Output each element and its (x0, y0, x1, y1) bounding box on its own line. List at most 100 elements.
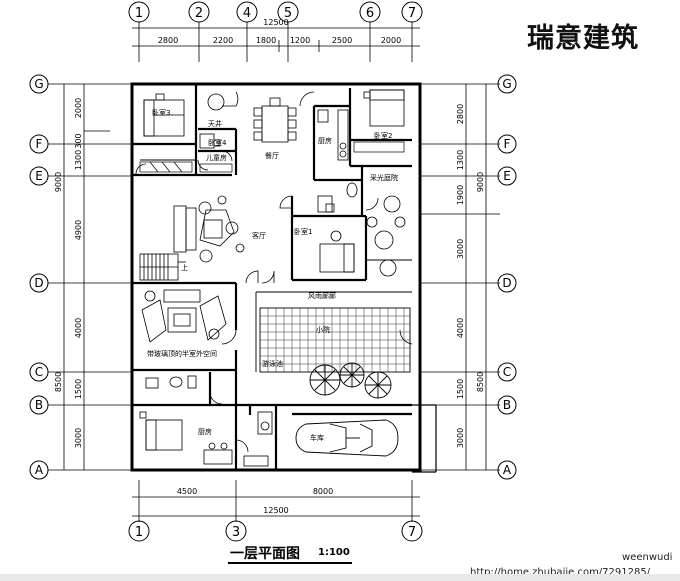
dim-right-inner-7: 3000 (456, 428, 465, 448)
axis-bubble-left-A (29, 460, 49, 480)
dim-right-inner-6: 1500 (456, 379, 465, 399)
axis-bubble-bottom-7 (401, 520, 423, 542)
axis-label-top-7: 7 (408, 6, 416, 21)
skywell-planter (207, 93, 225, 111)
car-icon (295, 419, 399, 457)
axis-bubble-right-A (497, 460, 517, 480)
dim-left-inner-5: 4000 (74, 318, 83, 338)
dim-top-seg-1: 2800 (158, 36, 178, 45)
living-sofa-set (173, 195, 245, 263)
axis-label-left-C: C (35, 365, 43, 379)
dim-left-outer-2: 8500 (54, 372, 63, 392)
kitchen-fixtures (317, 109, 349, 161)
room-label-bedroom1: 卧室1 (294, 227, 312, 236)
watermark-url: http://home.zhubajie.com/7291285/ (470, 567, 651, 578)
dim-bottom-seg-1: 4500 (177, 487, 197, 496)
room-label-kitchen: 厨房 (318, 136, 332, 145)
dim-top-seg-2: 2200 (213, 36, 233, 45)
axis-bubble-right-C (497, 362, 517, 382)
room-label-stair-up: 上 (181, 263, 188, 272)
axis-label-right-E: E (503, 169, 511, 183)
bed-bedroom3 (143, 93, 185, 137)
room-label-lit-corridor: 采光庭院 (370, 173, 398, 182)
axis-label-right-D: D (502, 276, 511, 290)
axis-bubble-right-G (497, 74, 517, 94)
room-label-kids-room: 儿童房 (206, 153, 227, 162)
dim-top-seg-5: 2500 (332, 36, 352, 45)
axis-bubble-left-F (29, 134, 49, 154)
dim-bottom-seg-2: 8000 (313, 487, 333, 496)
dim-left-inner-6: 1500 (74, 379, 83, 399)
dim-left-outer-1: 9000 (54, 172, 63, 192)
axis-bubble-right-E (497, 166, 517, 186)
tree-cluster (309, 362, 392, 399)
axis-label-right-G: G (502, 77, 511, 91)
courtyard-grid (259, 307, 411, 373)
dim-left-inner-1: 2000 (74, 98, 83, 118)
axis-label-left-E: E (35, 169, 43, 183)
room-label-pool: 游泳池 (262, 359, 283, 368)
bottom-strip (0, 574, 680, 581)
axis-label-left-B: B (35, 398, 43, 412)
axis-label-right-B: B (503, 398, 511, 412)
axis-label-top-2: 2 (195, 6, 203, 21)
dim-top-seg-6: 2000 (381, 36, 401, 45)
room-label-gallery: 风雨廊廊 (308, 291, 336, 300)
axis-label-top-1: 1 (135, 6, 143, 21)
bed-bedroom1 (319, 230, 355, 273)
staircase (139, 253, 186, 281)
plan-title: 一层平面图 (230, 546, 300, 562)
axis-bubble-left-C (29, 362, 49, 382)
plan-scale: 1:100 (318, 547, 350, 558)
axis-label-right-C: C (503, 365, 511, 379)
dim-left-inner-7: 3000 (74, 428, 83, 448)
dim-right-outer-1: 9000 (476, 172, 485, 192)
dim-right-inner-5: 4000 (456, 318, 465, 338)
axis-bubble-right-F (497, 134, 517, 154)
axis-bubble-bottom-1 (128, 520, 150, 542)
axis-label-bottom-3: 3 (232, 525, 240, 540)
axis-bubble-bottom-3 (225, 520, 247, 542)
room-label-bedroom4: 卧室4 (208, 138, 227, 147)
axis-label-right-F: F (504, 137, 511, 151)
room-label-bedroom2: 卧室2 (374, 131, 392, 140)
dim-right-outer-2: 8500 (476, 372, 485, 392)
room-label-kitchen-low: 厨房 (198, 427, 212, 436)
dim-left-inner-4: 4900 (74, 220, 83, 240)
interior-walls (132, 84, 412, 470)
courtyard-stools (366, 195, 406, 277)
dim-right-inner-3: 1900 (456, 185, 465, 205)
axis-label-left-D: D (34, 276, 43, 290)
terrace-sofa-set (141, 289, 227, 343)
dim-top-seg-3: 1800 (256, 36, 276, 45)
room-label-courtyard: 小院 (316, 325, 330, 334)
axis-label-left-F: F (36, 137, 43, 151)
axis-label-top-6: 6 (366, 6, 374, 21)
watermark-user: weenwudi (622, 552, 673, 563)
axis-label-top-5: 5 (284, 6, 292, 21)
dining-table (253, 97, 297, 143)
dim-top-seg-4: 1200 (290, 36, 310, 45)
room-label-living: 客厅 (252, 231, 266, 240)
axis-label-left-A: A (35, 463, 44, 477)
room-label-garage: 车库 (310, 433, 324, 442)
bed-lower (139, 411, 183, 451)
room-label-bedroom3: 卧室3 (152, 108, 170, 117)
axis-label-left-G: G (34, 77, 43, 91)
room-label-dining: 餐厅 (265, 151, 279, 160)
axis-bubble-left-D (29, 273, 49, 293)
dim-right-inner-1: 2800 (456, 104, 465, 124)
axis-label-bottom-1: 1 (135, 525, 143, 540)
dim-left-inner-2: 300 (74, 133, 83, 148)
axis-label-top-4: 4 (243, 6, 251, 21)
bed-bedroom2 (363, 89, 405, 127)
axis-label-bottom-7: 7 (408, 525, 416, 540)
dim-right-inner-2: 1300 (456, 150, 465, 170)
axis-bubble-left-G (29, 74, 49, 94)
bathroom-fixtures (317, 182, 358, 213)
dim-left-inner-3: 1300 (74, 150, 83, 170)
axis-bubble-left-B (29, 395, 49, 415)
axis-bubble-left-E (29, 166, 49, 186)
room-label-terrace: 带玻璃顶的半室外空间 (147, 349, 217, 358)
